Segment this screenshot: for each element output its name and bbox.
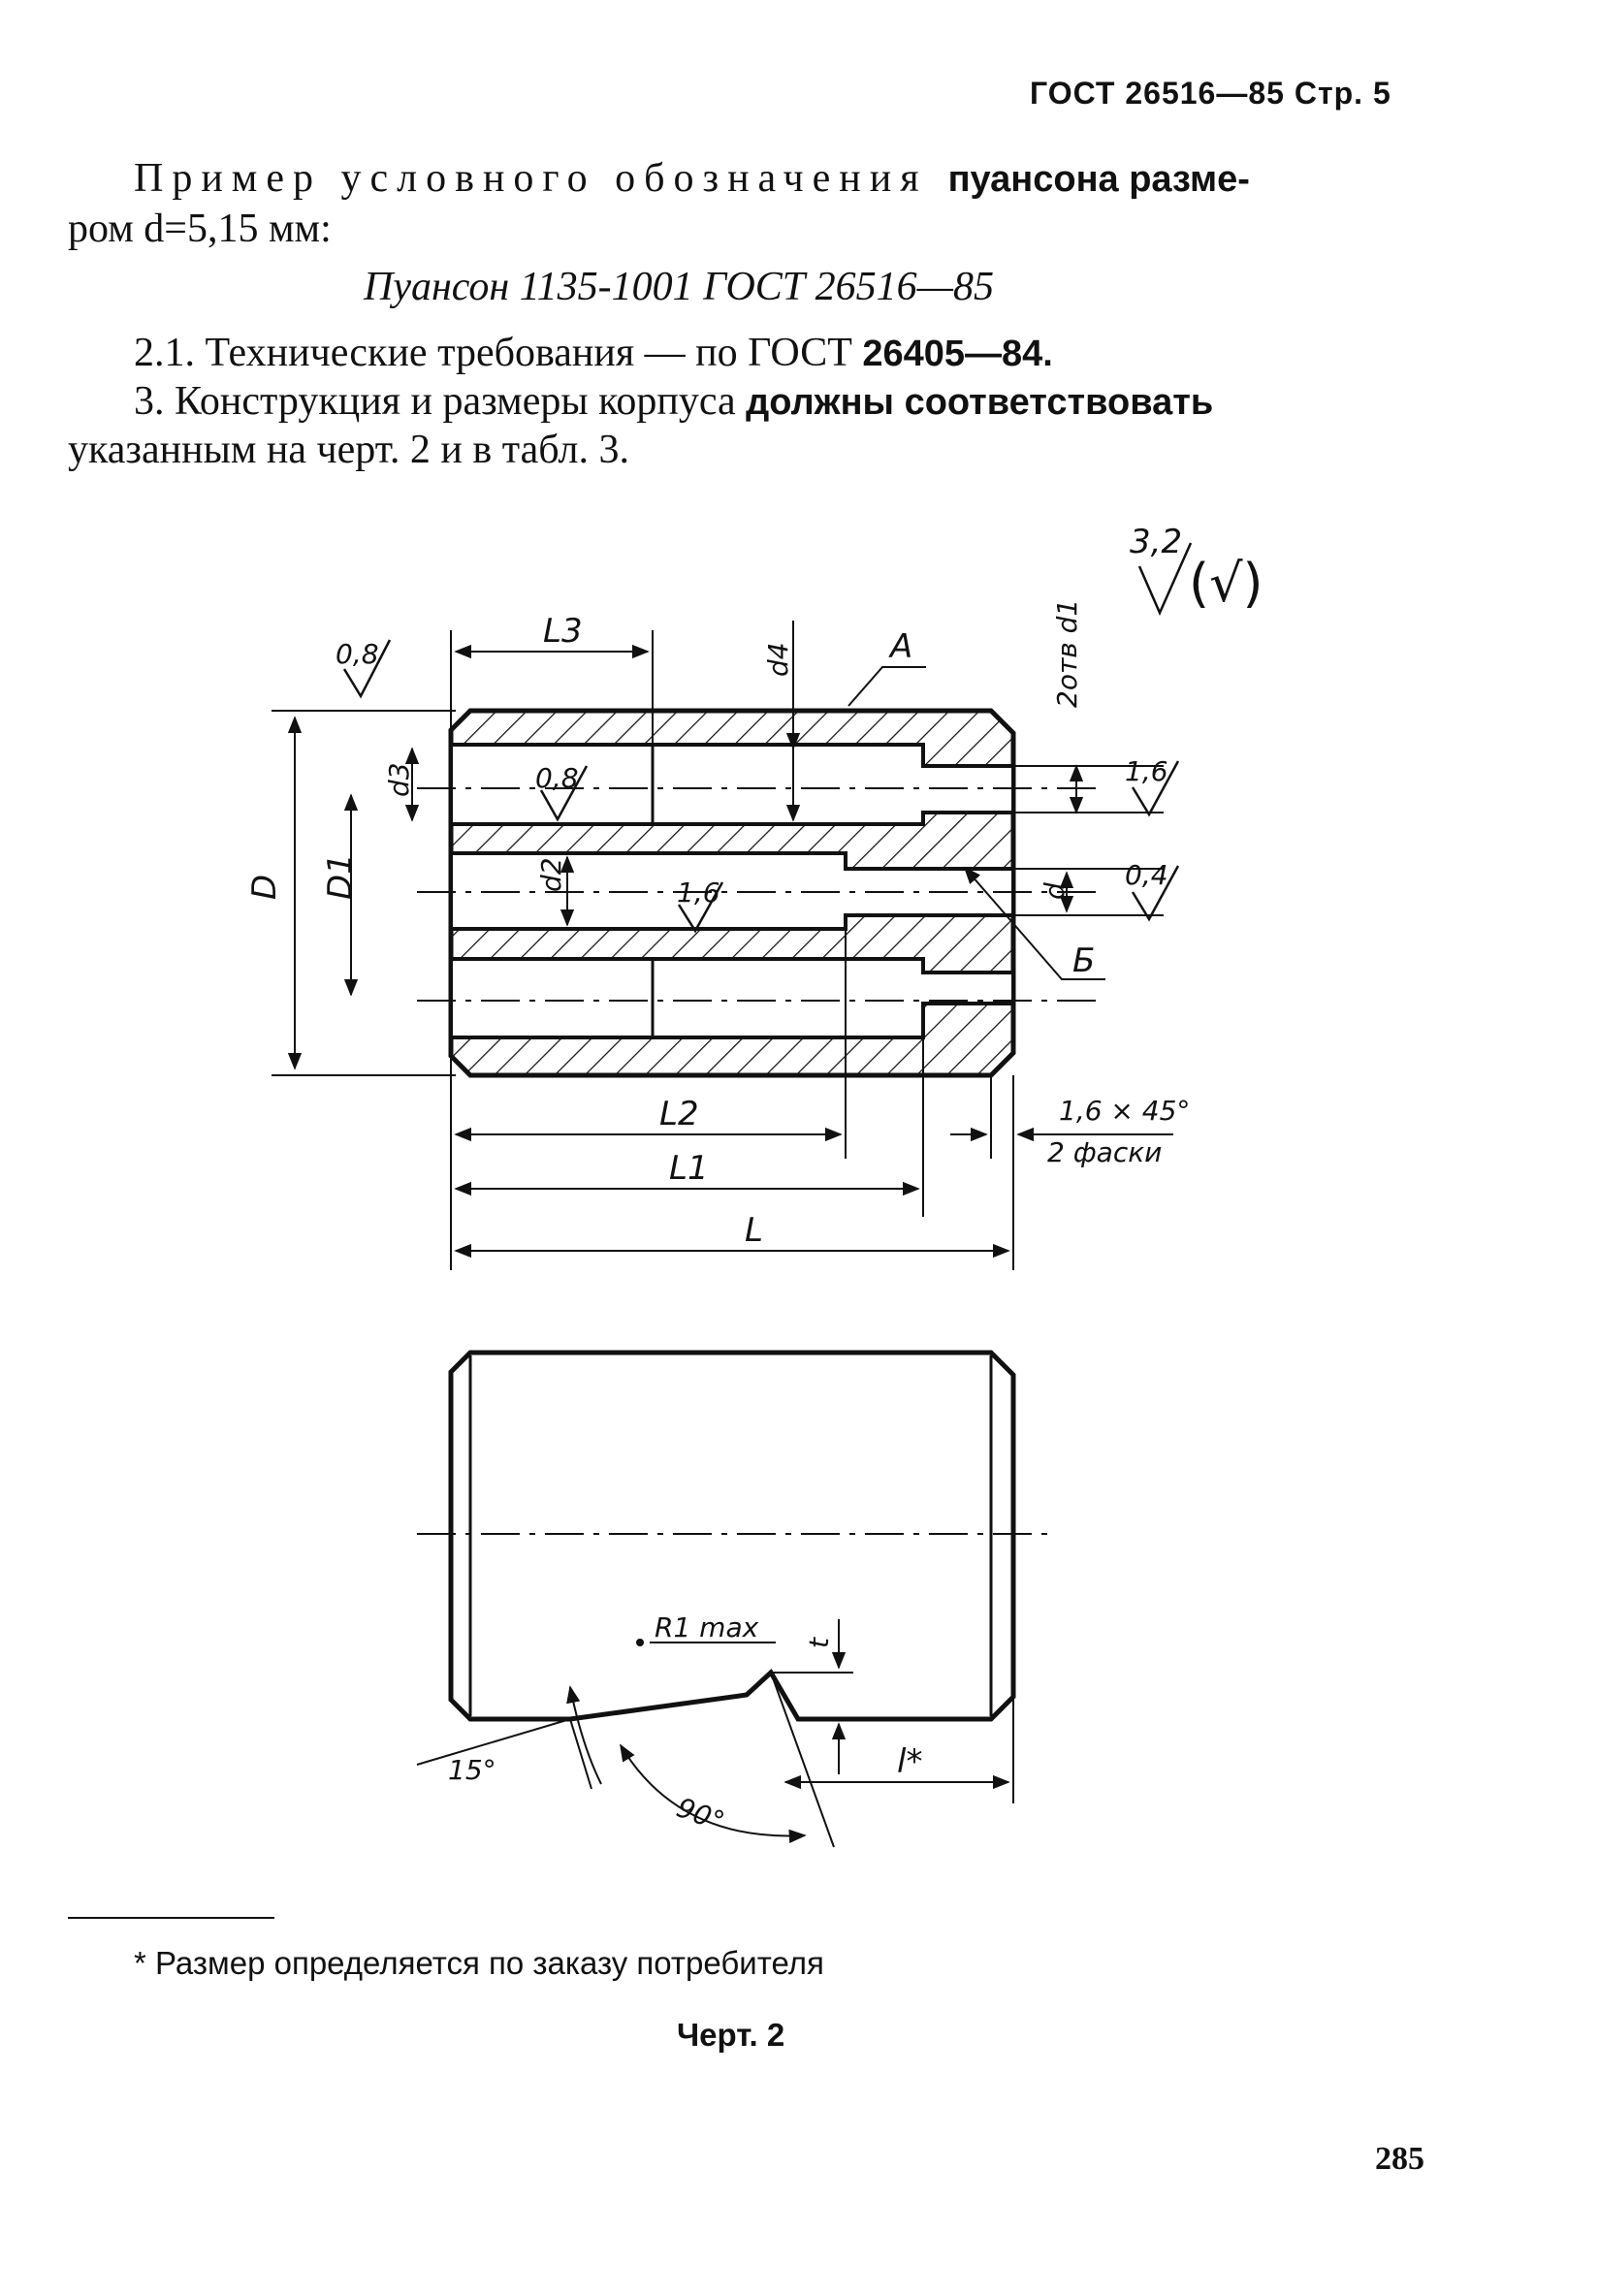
label-chamfer-note: 2 фаски	[1047, 1136, 1162, 1168]
label-t: t	[803, 1637, 835, 1648]
label-D1: D1	[321, 853, 360, 900]
intro-spaced-text: Пример условного обозначения	[134, 156, 928, 201]
designation-example: Пуансон 1135-1001 ГОСТ 26516—85	[364, 265, 994, 309]
leader-A	[847, 666, 926, 707]
angle-90	[620, 1743, 807, 1844]
intro-bold-text: пуансона разме-	[947, 159, 1250, 200]
label-roughness-main-paren: (√)	[1189, 553, 1263, 614]
figure-caption: Черт. 2	[677, 2017, 785, 2053]
section-view	[417, 708, 1105, 1078]
label-roughness-16-bore: 1,6	[677, 877, 720, 909]
clause-3-line-2: указанным на черт. 2 и в табл. 3.	[68, 428, 630, 472]
footnote: * Размер определяется по заказу потребит…	[134, 1945, 824, 1981]
label-angle-15: 15°	[448, 1754, 496, 1786]
label-angle-90: 90°	[673, 1791, 729, 1837]
label-roughness-main: 3,2	[1130, 523, 1182, 561]
dimension-D	[272, 710, 456, 1076]
label-roughness-08-bore: 0,8	[535, 762, 579, 794]
label-holes: 2отв d1	[1051, 599, 1083, 708]
angle-15	[566, 1685, 602, 1785]
label-d3: d3	[383, 762, 415, 797]
label-l-star: l*	[897, 1742, 922, 1781]
clause-3-text-b: должны соответствовать	[746, 382, 1214, 423]
footnote-rule	[68, 1917, 274, 1919]
intro-line-1: Пример условного обозначения пуансона ра…	[134, 155, 1250, 202]
label-d4: d4	[762, 642, 794, 677]
clause-2-1: 2.1. Технические требования — по ГОСТ 26…	[134, 330, 1053, 376]
clause-3-text-a: 3. Конструкция и размеры корпуса	[134, 379, 736, 424]
leader-B	[963, 866, 1105, 980]
page-number: 285	[1375, 2141, 1424, 2177]
label-L: L	[745, 1211, 763, 1250]
label-d2: d2	[535, 857, 567, 892]
intro-line-2: ром d=5,15 мм:	[68, 207, 332, 251]
label-R1: R1 max	[655, 1611, 759, 1643]
label-d: d	[1039, 882, 1071, 900]
label-roughness-08-top: 0,8	[336, 638, 379, 670]
label-roughness-04-side: 0,4	[1125, 859, 1168, 891]
label-chamfer: 1,6 × 45°	[1059, 1095, 1190, 1127]
label-L2: L2	[659, 1095, 699, 1133]
label-D: D	[245, 875, 284, 900]
label-roughness-16-side: 1,6	[1125, 755, 1168, 787]
side-view	[417, 1350, 1057, 1722]
label-B: Б	[1072, 941, 1095, 980]
clause-2-1-ref: 26405—84.	[862, 334, 1053, 374]
clause-2-1-text: 2.1. Технические требования — по ГОСТ	[134, 331, 852, 375]
clause-3-line-1: 3. Конструкция и размеры корпуса должны …	[134, 378, 1213, 425]
label-L1: L1	[669, 1149, 709, 1188]
label-A: А	[888, 627, 912, 666]
page-header: ГОСТ 26516—85 Стр. 5	[1030, 76, 1391, 111]
roughness-symbols	[342, 542, 1193, 934]
label-L3: L3	[543, 612, 583, 651]
